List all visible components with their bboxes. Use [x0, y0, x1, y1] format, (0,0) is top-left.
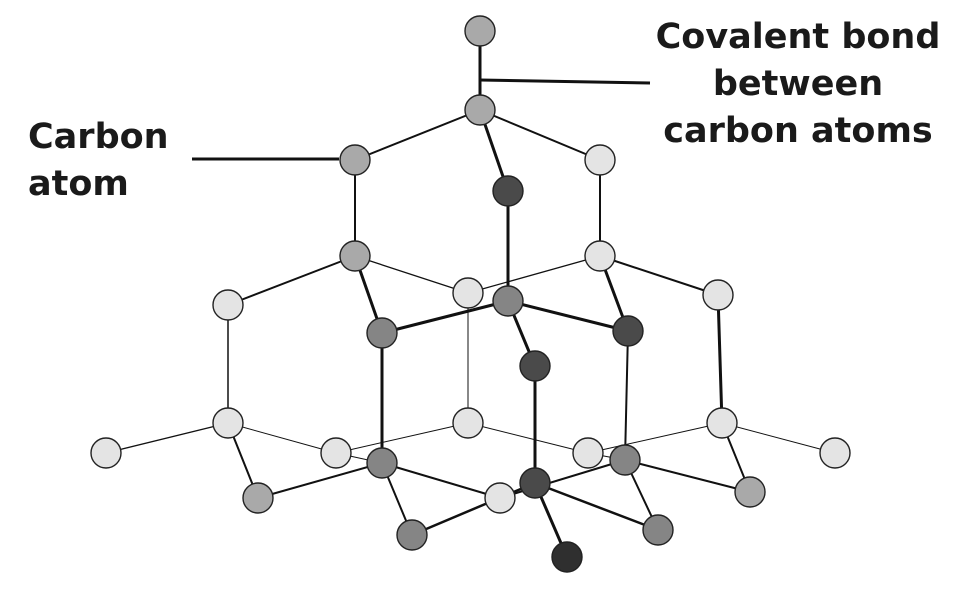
covalent-bond-label-line-2: between: [712, 64, 884, 104]
carbon-atom-a2: [464, 94, 496, 126]
carbon-atom-label-line-1: Carbon: [28, 117, 169, 157]
covalent-bond-a23-a27: [624, 459, 751, 493]
carbon-atom-a26: [484, 482, 516, 514]
covalent-bond-a7-a12: [599, 255, 719, 296]
carbon-atom-a23: [609, 444, 641, 476]
carbon-atom-a29: [642, 514, 674, 546]
covalent-bond-a16-a19: [467, 422, 589, 454]
carbon-atom-a17: [90, 437, 122, 469]
covalent-bond-a2-a4: [479, 109, 601, 161]
covalent-bond-a10-a14: [506, 299, 630, 333]
covalent-bond-a23-a26: [499, 459, 626, 499]
covalent-bond-a22-a26: [381, 462, 501, 499]
covalent-bond-a6-a8: [227, 255, 356, 306]
carbon-atom-a16: [452, 407, 484, 439]
carbon-atom-a8: [212, 289, 244, 321]
covalent-bond-a16-a18: [335, 422, 469, 454]
covalent-bond-a6-a9: [354, 255, 469, 294]
carbon-atom-label: Carbon atom: [28, 114, 169, 208]
covalent-bond-a7-a9: [467, 255, 601, 294]
covalent-bond-label-line-3: carbon atoms: [663, 111, 933, 151]
carbon-atom-a1: [464, 15, 496, 47]
carbon-atom-a25: [519, 467, 551, 499]
leader-line-layer: [192, 78, 651, 161]
carbon-atom-a13: [366, 317, 398, 349]
carbon-atom-label-line-2: atom: [28, 164, 129, 204]
covalent-bond-a2-a3: [354, 109, 481, 161]
covalent-bond-a25-a29: [533, 481, 660, 532]
covalent-bond-a10-a13: [380, 299, 510, 335]
carbon-atom-a24: [242, 482, 274, 514]
carbon-atom-a6: [339, 240, 371, 272]
atom-layer: [90, 15, 851, 573]
carbon-atom-a20: [706, 407, 738, 439]
carbon-atom-a12: [702, 279, 734, 311]
carbon-atom-a3: [339, 144, 371, 176]
carbon-atom-a11: [519, 350, 551, 382]
carbon-atom-a9: [452, 277, 484, 309]
carbon-atom-a10: [492, 285, 524, 317]
carbon-atom-a21: [819, 437, 851, 469]
covalent-bond-label-line-1: Covalent bond: [655, 17, 941, 57]
carbon-atom-a5: [492, 175, 524, 207]
covalent-bond-a17-a15: [105, 422, 229, 454]
carbon-atom-a28: [396, 519, 428, 551]
covalent-bond-a22-a24: [257, 462, 383, 499]
carbon-atom-a14: [612, 315, 644, 347]
carbon-atom-a7: [584, 240, 616, 272]
carbon-atom-a15: [212, 407, 244, 439]
covalent-bond-a20-a21: [721, 422, 836, 454]
covalent-bond-leader-line: [479, 78, 651, 85]
carbon-atom-a27: [734, 476, 766, 508]
carbon-atom-a4: [584, 144, 616, 176]
carbon-atom-a18: [320, 437, 352, 469]
carbon-atom-a19: [572, 437, 604, 469]
covalent-bond-a14-a23: [624, 330, 629, 461]
covalent-bond-label: Covalent bond between carbon atoms: [640, 14, 956, 155]
carbon-atom-a22: [366, 447, 398, 479]
covalent-bond-a20-a19: [587, 422, 723, 454]
carbon-atom-a30: [551, 541, 583, 573]
covalent-bond-a15-a18: [227, 422, 337, 454]
covalent-bond-a12-a20: [716, 293, 724, 425]
covalent-bond-a25-a28: [410, 481, 537, 537]
